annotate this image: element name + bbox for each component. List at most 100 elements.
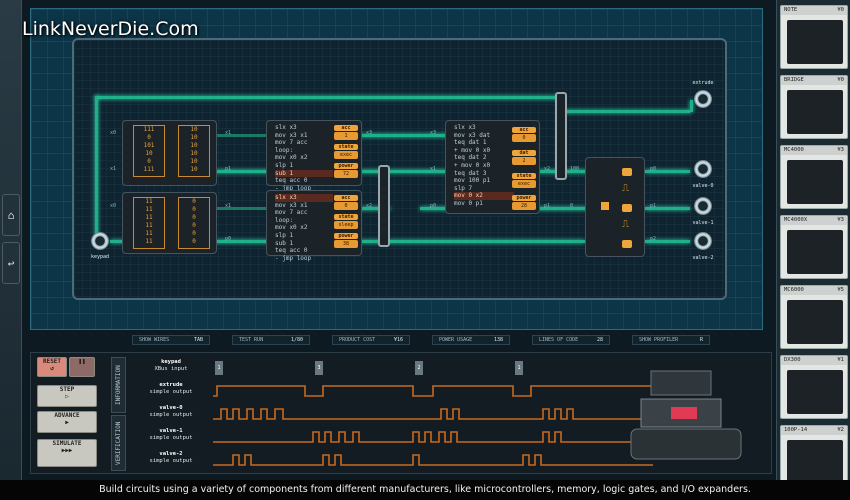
pin-label: x0 bbox=[110, 203, 117, 209]
signal-type: simple output bbox=[149, 412, 193, 418]
part-image bbox=[787, 440, 843, 484]
extrude-port[interactable] bbox=[694, 90, 712, 108]
pause-icon: ❚❚ bbox=[78, 358, 86, 365]
status-label: SHOW PROFILER bbox=[639, 337, 679, 343]
pin-label: p1 bbox=[225, 166, 232, 172]
part-image bbox=[787, 20, 843, 64]
status-product-cost: PRODUCT COST¥16 bbox=[332, 335, 410, 345]
rom-cell: 11 bbox=[145, 206, 153, 213]
keypad-port[interactable] bbox=[91, 232, 109, 250]
wire bbox=[360, 240, 585, 243]
wire bbox=[390, 170, 450, 173]
step-icon: ▷ bbox=[65, 393, 69, 400]
status-value: TAB bbox=[193, 337, 203, 343]
step-button[interactable]: STEP▷ bbox=[37, 385, 97, 407]
part-header: MC4000X¥3 bbox=[781, 216, 847, 225]
pause-button[interactable]: ❚❚ bbox=[69, 357, 95, 377]
waveform-line bbox=[213, 454, 653, 466]
waveform-extrude bbox=[213, 385, 653, 397]
rom-cell: 0 bbox=[192, 198, 196, 205]
simulate-button[interactable]: SIMULATE▶▶▶ bbox=[37, 439, 97, 467]
part-card-bridge[interactable]: BRIDGE¥0 bbox=[780, 75, 848, 139]
status-value: 28 bbox=[596, 337, 603, 343]
code-line: mov 7 acc bbox=[275, 139, 308, 147]
valve-0-port[interactable] bbox=[694, 160, 712, 178]
rom-cell: 11 bbox=[145, 238, 153, 245]
code-line: teq dat 1 bbox=[454, 139, 487, 147]
part-card-mc6000[interactable]: MC6000¥5 bbox=[780, 285, 848, 349]
bridge[interactable] bbox=[555, 92, 567, 180]
gate-center bbox=[601, 202, 609, 210]
code-line: mov x0 x2 bbox=[275, 154, 308, 162]
waveform-valve-2 bbox=[213, 454, 653, 466]
tab-information[interactable]: INFORMATION bbox=[111, 357, 126, 413]
signal-type: simple output bbox=[149, 389, 193, 395]
rom-cell: 10 bbox=[190, 126, 198, 133]
home-icon: ⌂ bbox=[7, 208, 15, 222]
part-image bbox=[787, 300, 843, 344]
wire bbox=[538, 207, 588, 210]
pin-label: x0 bbox=[110, 130, 117, 136]
gate-led bbox=[622, 168, 632, 176]
signal-name: extrude bbox=[159, 382, 183, 388]
reset-icon: ↺ bbox=[50, 365, 54, 372]
pin-value: 0 bbox=[570, 203, 574, 209]
rom-cell: 111 bbox=[143, 126, 155, 133]
part-name: BRIDGE bbox=[784, 77, 804, 83]
back-button[interactable]: ↩ bbox=[2, 242, 20, 284]
part-card-100p-14[interactable]: 100P-14¥2 bbox=[780, 425, 848, 489]
status-value: ¥16 bbox=[393, 337, 403, 343]
valve-2-port[interactable] bbox=[694, 232, 712, 250]
wire bbox=[215, 134, 270, 137]
bridge[interactable] bbox=[378, 165, 390, 247]
status-label: SHOW WIRES bbox=[139, 337, 170, 343]
status-value: 1/80 bbox=[290, 337, 303, 343]
status-show-wires[interactable]: SHOW WIRES TAB bbox=[132, 335, 210, 345]
wire bbox=[360, 170, 390, 173]
watermark: LinkNeverDie.Com bbox=[22, 18, 199, 40]
pin-label: x1 bbox=[110, 166, 117, 172]
code-line: teq acc 0 bbox=[275, 247, 308, 255]
part-image bbox=[787, 160, 843, 204]
advance-button[interactable]: ADVANCE▶ bbox=[37, 411, 97, 433]
home-button[interactable]: ⌂ bbox=[2, 194, 20, 236]
simulate-icon: ▶▶▶ bbox=[61, 447, 73, 454]
part-card-note[interactable]: NOTE¥0 bbox=[780, 5, 848, 69]
valve-1-port[interactable] bbox=[694, 197, 712, 215]
reset-button[interactable]: RESET↺ bbox=[37, 357, 67, 377]
logic-gate-chip[interactable]: ⎍ ⎍ bbox=[585, 157, 645, 257]
part-card-dx300[interactable]: DX300¥1 bbox=[780, 355, 848, 419]
status-label: TEST RUN bbox=[239, 337, 264, 343]
signal-type: simple output bbox=[149, 435, 193, 441]
wire bbox=[215, 207, 270, 210]
part-price: ¥2 bbox=[837, 427, 844, 433]
part-card-mc4000x[interactable]: MC4000X¥3 bbox=[780, 215, 848, 279]
back-arrow-icon: ↩ bbox=[7, 256, 15, 270]
part-image bbox=[787, 370, 843, 414]
pin-label: p1 bbox=[544, 203, 551, 209]
part-name: MC4000X bbox=[784, 217, 808, 223]
tab-verification[interactable]: VERIFICATION bbox=[111, 415, 126, 471]
pulse-icon: ⎍ bbox=[622, 183, 629, 194]
keypad-tick: 3 bbox=[315, 361, 323, 375]
part-card-mc4000[interactable]: MC4000¥3 bbox=[780, 145, 848, 209]
status-bar: SHOW WIRES TAB TEST RUN 1/80 PRODUCT COST¥16… bbox=[100, 335, 710, 347]
advance-icon: ▶ bbox=[65, 419, 69, 426]
code-line: slp 1 bbox=[275, 161, 294, 169]
